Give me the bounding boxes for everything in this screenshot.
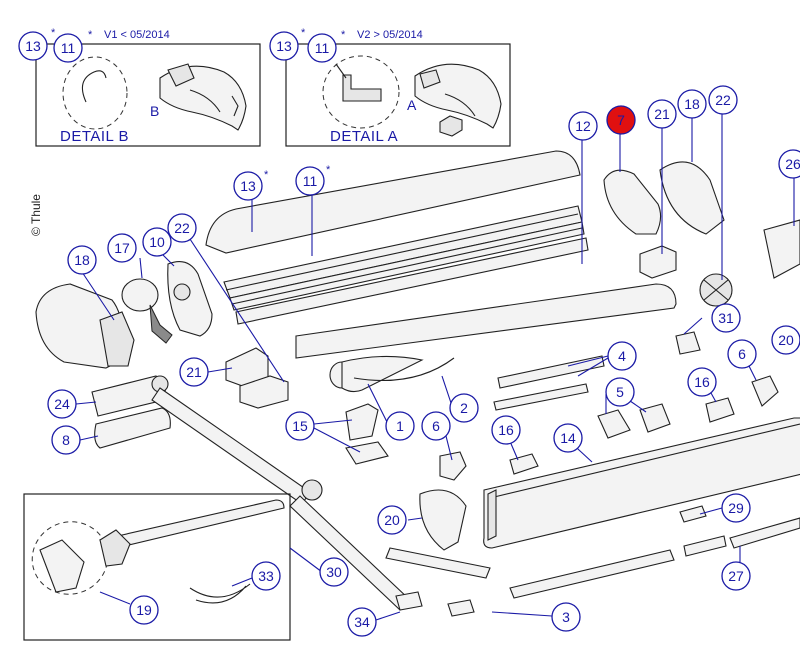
callout-29: 29 bbox=[728, 500, 744, 516]
callout-22-top: 22 bbox=[715, 92, 731, 108]
callout-10: 10 bbox=[149, 234, 165, 250]
detail-b-version: V1 < 05/2014 bbox=[104, 29, 170, 41]
callout-1: 1 bbox=[396, 418, 404, 434]
callout-3: 3 bbox=[562, 609, 570, 625]
callout-12: 12 bbox=[575, 118, 591, 134]
copyright-text: © Thule bbox=[29, 194, 43, 236]
part-5-bracket bbox=[597, 409, 631, 439]
part-34-bracket bbox=[395, 591, 423, 611]
part-22-spring-drum bbox=[699, 273, 733, 307]
detail-a-panel: 13 11 * * V2 > 05/2014 A DETAIL A bbox=[269, 27, 511, 147]
callout-24: 24 bbox=[54, 396, 70, 412]
part-31-cap bbox=[675, 331, 701, 355]
detail-a-letter: A bbox=[407, 97, 417, 113]
detail-b-letter: B bbox=[150, 103, 159, 119]
callout-21-top: 21 bbox=[654, 106, 670, 122]
detail-b-callout-11: 11 bbox=[61, 40, 76, 56]
callout-27: 27 bbox=[728, 568, 744, 584]
callout-31: 31 bbox=[718, 310, 734, 326]
callout-16-right: 16 bbox=[694, 374, 710, 390]
callout-30: 30 bbox=[326, 564, 342, 580]
callout-6-middle: 6 bbox=[432, 418, 440, 434]
detail-a-star-13: * bbox=[301, 27, 306, 39]
callout-20-left: 20 bbox=[384, 512, 400, 528]
part-15-clip bbox=[345, 403, 379, 441]
part-3-sliding-rail bbox=[509, 549, 675, 599]
part-7-endplate bbox=[603, 169, 662, 235]
callout-2: 2 bbox=[460, 400, 468, 416]
part-8-arm-sleeve bbox=[94, 407, 171, 449]
callout-16-middle: 16 bbox=[498, 422, 514, 438]
part-27-rail bbox=[729, 517, 800, 549]
part-4-bracket-rail bbox=[493, 355, 605, 411]
callout-7-highlighted: 7 bbox=[617, 112, 625, 128]
leader-lines bbox=[75, 112, 795, 621]
part-13-cover bbox=[205, 150, 581, 254]
callout-22-left: 22 bbox=[174, 220, 190, 236]
part-11-profile bbox=[223, 205, 589, 325]
callout-18-left: 18 bbox=[74, 252, 90, 268]
part-14-front-profile bbox=[483, 417, 800, 549]
callout-20-right: 20 bbox=[778, 332, 794, 348]
callout-11: 11 bbox=[303, 173, 318, 189]
callout-8: 8 bbox=[62, 432, 70, 448]
part-6-bracket bbox=[439, 451, 467, 481]
part-16-bracket bbox=[509, 453, 539, 475]
callout-18-top: 18 bbox=[684, 96, 700, 112]
part-21-bracket-right bbox=[639, 245, 677, 279]
callout-13-star: * bbox=[264, 169, 269, 181]
callout-14: 14 bbox=[560, 430, 576, 446]
part-10-end-housing bbox=[167, 261, 213, 337]
callout-19: 19 bbox=[136, 602, 152, 618]
callouts: 13 * 11 * 12 7 21 18 22 26 18 17 10 22 2… bbox=[47, 85, 800, 637]
part-26-wall-bracket bbox=[763, 219, 800, 279]
detail-a-title: DETAIL A bbox=[330, 128, 398, 145]
callout-34: 34 bbox=[354, 614, 370, 630]
part-29-stop bbox=[679, 505, 707, 523]
detail-a-callout-13: 13 bbox=[276, 38, 292, 54]
callout-15: 15 bbox=[292, 418, 308, 434]
detail-b-callout-13: 13 bbox=[25, 38, 41, 54]
part-22-fixing-left bbox=[239, 375, 289, 409]
part-17-motor-head bbox=[121, 278, 173, 344]
callout-17: 17 bbox=[114, 240, 130, 256]
part-20-endcap bbox=[419, 489, 467, 551]
part-6-bracket-right bbox=[751, 375, 779, 407]
part-1-roller-tube bbox=[329, 355, 455, 393]
part-24-arm-shoulder bbox=[91, 375, 169, 417]
callout-6-right: 6 bbox=[738, 346, 746, 362]
part-16-bracket-right bbox=[705, 397, 735, 423]
callout-13: 13 bbox=[240, 178, 256, 194]
callout-26: 26 bbox=[785, 156, 800, 172]
callout-4: 4 bbox=[618, 348, 626, 364]
detail-b-title: DETAIL B bbox=[60, 128, 129, 145]
callout-11-star: * bbox=[326, 164, 331, 176]
callout-21-left: 21 bbox=[186, 364, 202, 380]
detail-b-panel: 13 11 * * V1 < 05/2014 B DETAIL B bbox=[18, 27, 261, 147]
detail-30-panel bbox=[23, 493, 291, 641]
callout-33: 33 bbox=[258, 568, 274, 584]
detail-a-star-11: * bbox=[341, 29, 346, 41]
detail-a-callout-11: 11 bbox=[315, 40, 330, 56]
detail-b-endcap-drawing bbox=[159, 63, 247, 131]
detail-a-version: V2 > 05/2014 bbox=[357, 29, 423, 41]
part-12-fabric bbox=[295, 283, 677, 359]
detail-b-star-13: * bbox=[51, 27, 56, 39]
part-18-right-cover bbox=[659, 161, 725, 235]
detail-a-endcap-drawing bbox=[414, 63, 502, 129]
callout-5: 5 bbox=[616, 384, 624, 400]
detail-b-star-11: * bbox=[88, 29, 93, 41]
